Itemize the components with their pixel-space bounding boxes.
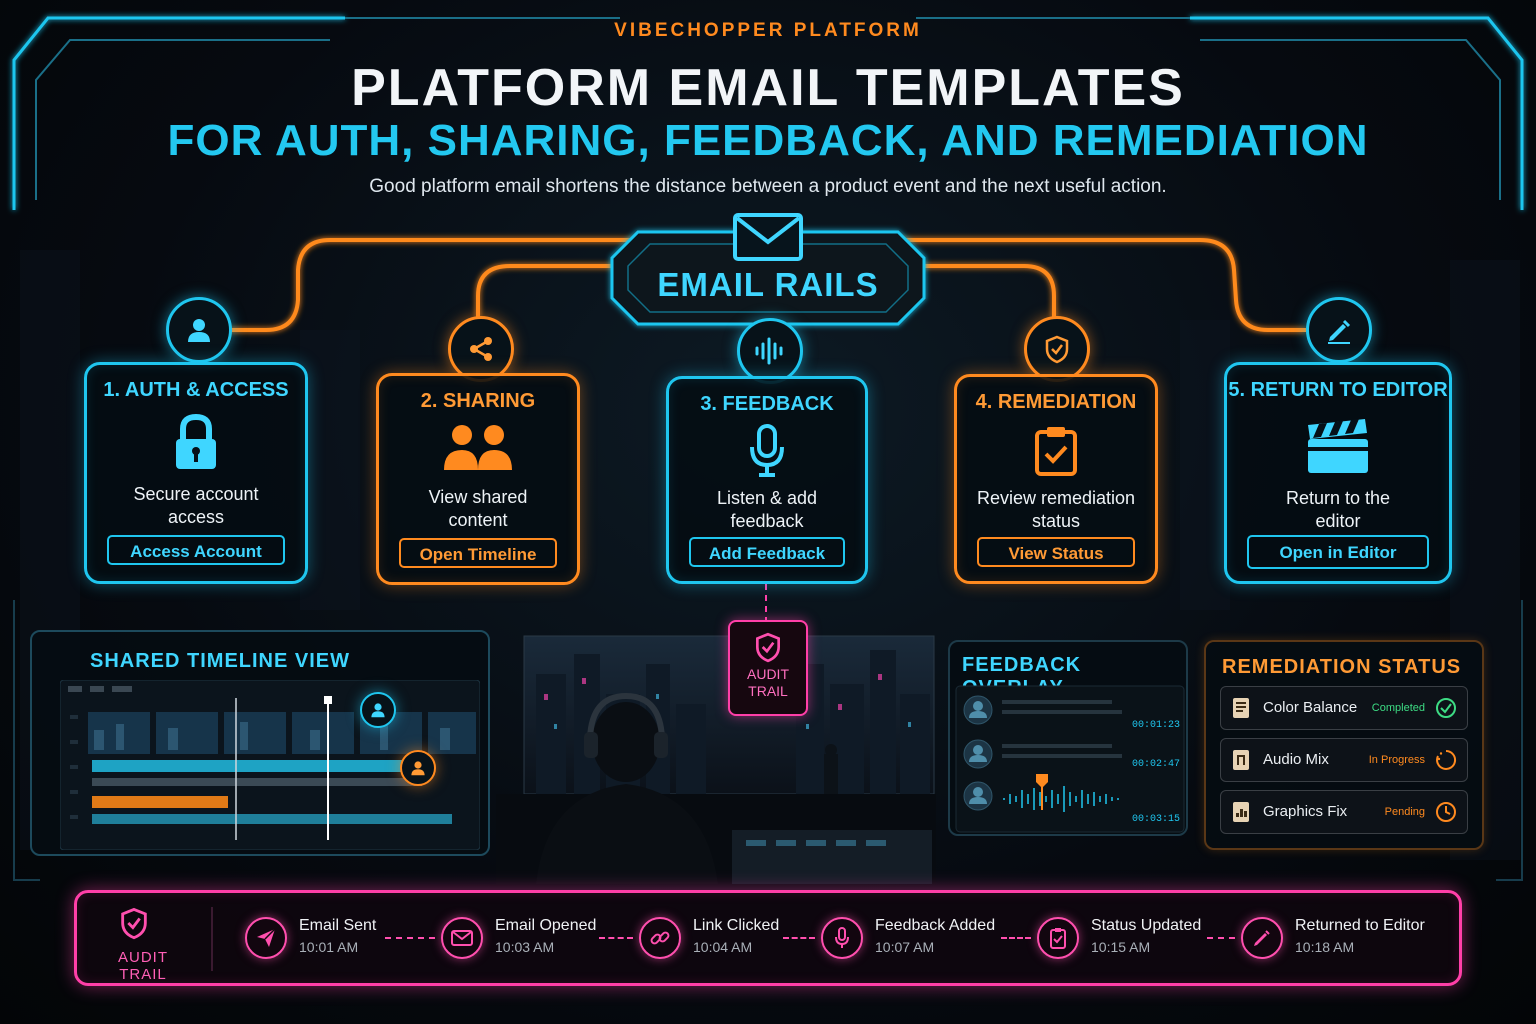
audit-event-label: Feedback Added bbox=[875, 917, 996, 934]
pencil-icon bbox=[1306, 297, 1372, 363]
remediation-item[interactable]: Color Balance Completed bbox=[1220, 686, 1468, 730]
envelope-icon bbox=[441, 917, 483, 959]
remediation-status-panel: REMEDIATION STATUS Color Balance Complet… bbox=[1204, 640, 1484, 850]
open-in-editor-button[interactable]: Open in Editor bbox=[1247, 535, 1429, 569]
remediation-item[interactable]: Audio Mix In Progress bbox=[1220, 738, 1468, 782]
hub-label: EMAIL RAILS bbox=[657, 266, 879, 303]
remediation-item-status: Pending bbox=[1384, 806, 1425, 818]
panel-title: SHARED TIMELINE VIEW bbox=[90, 650, 351, 672]
user-icon bbox=[166, 297, 232, 363]
remediation-item-name: Color Balance bbox=[1263, 699, 1358, 716]
remediation-item-status: Completed bbox=[1371, 702, 1425, 714]
shield-check-icon bbox=[730, 630, 806, 666]
feedback-comment-list[interactable] bbox=[954, 684, 1186, 834]
pencil-icon bbox=[1241, 917, 1283, 959]
feedback-overlay-panel: FEEDBACK OVERLAY 00:01:23 00:02:47 00:03… bbox=[948, 640, 1188, 836]
card-title: 5. RETURN TO EDITOR bbox=[1228, 379, 1448, 401]
connector bbox=[1207, 937, 1235, 939]
comment-timestamp: 00:01:23 bbox=[1132, 720, 1181, 731]
clapperboard-icon bbox=[1227, 417, 1449, 481]
audit-event-time: 10:01 AM bbox=[299, 939, 359, 955]
audit-event-label: Status Updated bbox=[1091, 917, 1202, 934]
city-scene-image bbox=[496, 635, 936, 884]
access-account-button[interactable]: Access Account bbox=[107, 535, 285, 565]
envelope-icon bbox=[732, 212, 804, 262]
remediation-item-name: Graphics Fix bbox=[1263, 803, 1348, 820]
card-title: 4. REMEDIATION bbox=[975, 391, 1137, 413]
microphone-icon bbox=[669, 423, 865, 487]
comment-timestamp: 00:03:15 bbox=[1132, 814, 1181, 825]
panel-title: REMEDIATION STATUS bbox=[1222, 656, 1462, 678]
card-title: 3. FEEDBACK bbox=[700, 393, 834, 415]
page-title: PLATFORM EMAIL TEMPLATES bbox=[351, 59, 1185, 117]
check-circle-icon bbox=[1436, 698, 1456, 718]
shared-timeline-panel: SHARED TIMELINE VIEW bbox=[30, 630, 490, 856]
document-icon bbox=[1233, 698, 1249, 718]
divider bbox=[211, 907, 213, 971]
brand-label: VIBECHOPPER PLATFORM bbox=[614, 20, 922, 41]
user-icon bbox=[360, 692, 396, 728]
audit-event-time: 10:03 AM bbox=[495, 939, 555, 955]
remediation-item-status: In Progress bbox=[1368, 754, 1425, 766]
timeline-editor-view[interactable] bbox=[60, 680, 480, 850]
card-title: 1. AUTH & ACCESS bbox=[103, 379, 289, 401]
shield-check-icon bbox=[1024, 316, 1090, 382]
audit-event-time: 10:18 AM bbox=[1295, 939, 1355, 955]
remediation-item-name: Audio Mix bbox=[1263, 751, 1329, 768]
comment-timestamp: 00:02:47 bbox=[1132, 759, 1181, 770]
audio-file-icon bbox=[1233, 750, 1249, 770]
audit-event-time: 10:04 AM bbox=[693, 939, 753, 955]
progress-spinner-icon bbox=[1436, 749, 1457, 770]
open-timeline-button[interactable]: Open Timeline bbox=[399, 538, 557, 568]
connector bbox=[1001, 937, 1031, 939]
audit-event-label: Email Sent bbox=[299, 917, 377, 934]
audit-event-time: 10:07 AM bbox=[875, 939, 935, 955]
shield-check-icon bbox=[117, 905, 151, 945]
card-title: 2. SHARING bbox=[420, 390, 536, 412]
connector bbox=[385, 937, 435, 939]
link-icon bbox=[639, 917, 681, 959]
waveform-icon bbox=[737, 318, 803, 384]
graphics-file-icon bbox=[1233, 802, 1249, 822]
clipboard-check-icon bbox=[1037, 917, 1079, 959]
tagline: Good platform email shortens the distanc… bbox=[369, 176, 1167, 197]
users-icon bbox=[379, 422, 577, 486]
audit-event-label: Link Clicked bbox=[693, 917, 780, 934]
audit-event-time: 10:15 AM bbox=[1091, 939, 1151, 955]
remediation-item[interactable]: Graphics Fix Pending bbox=[1220, 790, 1468, 834]
paper-plane-icon bbox=[245, 917, 287, 959]
audit-trail-bar: AUDIT TRAIL Email Sent 10:01 AM Email Op… bbox=[74, 890, 1462, 986]
connector bbox=[599, 937, 633, 939]
user-icon bbox=[400, 750, 436, 786]
audit-trail-label: AUDIT TRAIL bbox=[118, 949, 168, 983]
page-subtitle: FOR AUTH, SHARING, FEEDBACK, AND REMEDIA… bbox=[167, 116, 1369, 165]
audit-event-label: Email Opened bbox=[495, 917, 597, 934]
add-feedback-button[interactable]: Add Feedback bbox=[689, 537, 845, 567]
microphone-icon bbox=[821, 917, 863, 959]
clipboard-check-icon bbox=[957, 425, 1155, 489]
audit-event-label: Returned to Editor bbox=[1295, 917, 1425, 934]
lock-icon bbox=[87, 413, 305, 477]
view-status-button[interactable]: View Status bbox=[977, 537, 1135, 567]
clock-icon bbox=[1436, 802, 1456, 822]
connector bbox=[783, 937, 815, 939]
